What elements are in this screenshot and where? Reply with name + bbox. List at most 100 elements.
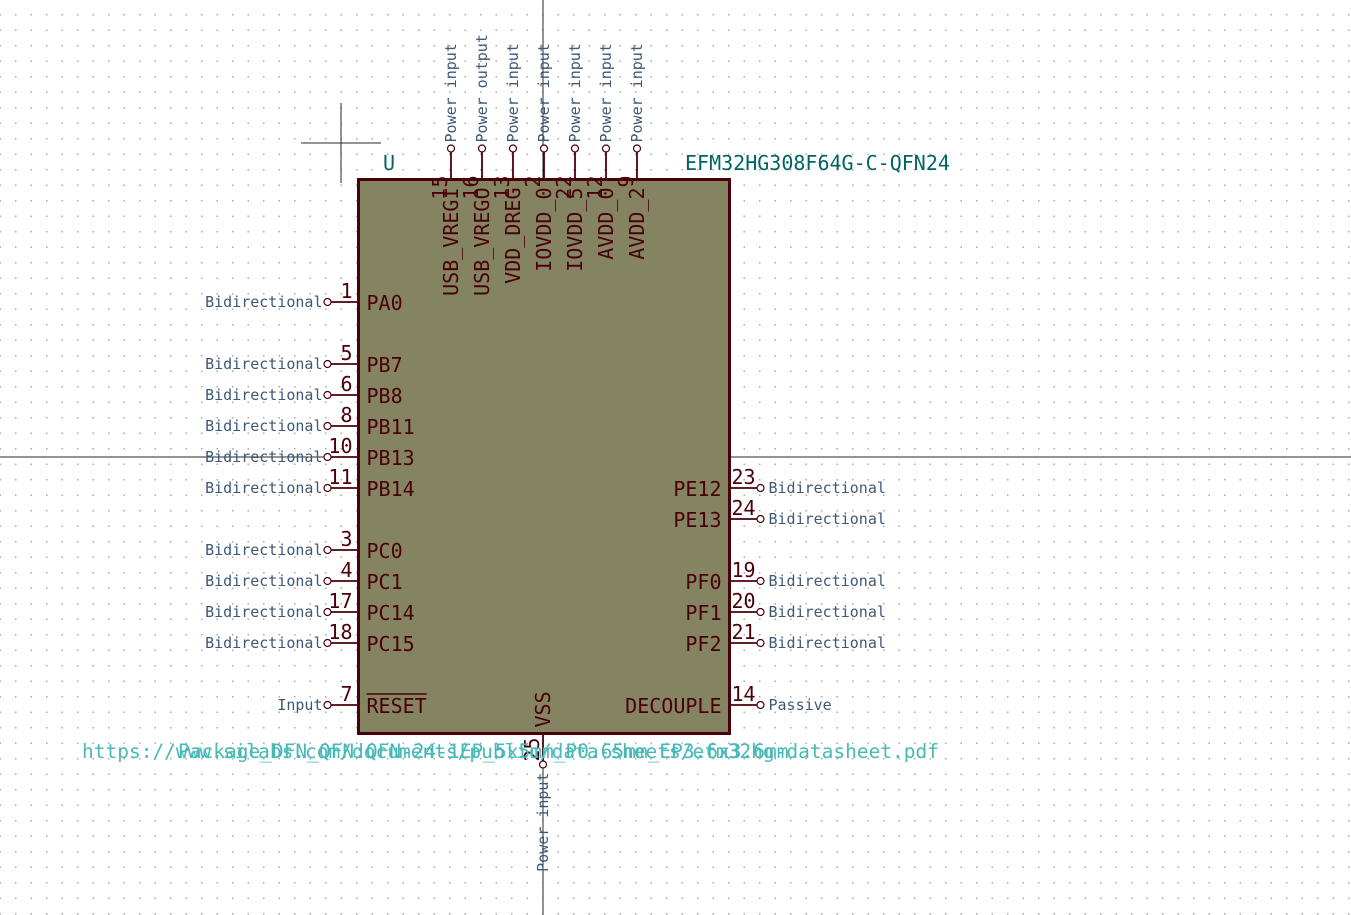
value-field[interactable]: EFM32HG308F64G-C-QFN24 [685,151,950,175]
pin-9-name: AVDD_2 [625,188,649,260]
circle-icon [539,144,549,153]
pin-17-number: 17 [328,589,352,613]
pin-7-number: 7 [340,682,352,706]
pin-1-number: 1 [340,279,352,303]
pin-6-electrical-type: Bidirectional [205,386,322,404]
datasheet-field[interactable]: https://www.silabs.com/documents/public/… [82,740,939,763]
circle-icon [756,638,765,648]
pin-12-number: 12 [583,176,607,200]
circle-icon [323,421,332,431]
circle-icon [323,638,332,648]
pin-4-electrical-type: Bidirectional [205,572,322,590]
circle-icon [756,700,765,710]
pin-13-number: 13 [490,176,514,200]
circle-icon [601,144,611,153]
pin-24-electrical-type: Bidirectional [769,510,886,528]
pin-23-name: PE12 [673,477,721,501]
pin-13-name: VDD_DREG [501,188,525,284]
pin-20-electrical-type: Bidirectional [769,603,886,621]
pin-10-number: 10 [328,434,352,458]
pin-4-number: 4 [340,558,352,582]
pin-24-name: PE13 [673,508,721,532]
circle-icon [570,144,580,153]
pin-12-name: AVDD_0 [594,188,618,260]
pin-8-electrical-type: Bidirectional [205,417,322,435]
pin-9-electrical-type: Power input [628,43,646,142]
pin-3-electrical-type: Bidirectional [205,541,322,559]
pin-2-name: IOVDD_0 [532,188,556,272]
pin-10-name: PB13 [367,446,415,470]
circle-icon [323,576,332,586]
pin-15-number: 15 [428,176,452,200]
pin-18-number: 18 [328,620,352,644]
pin-16-electrical-type: Power output [473,34,491,142]
pin-23-number: 23 [732,465,756,489]
pin-8-name: PB11 [367,415,415,439]
pin-1-name: PA0 [367,291,403,315]
pin-3-number: 3 [340,527,352,551]
circle-icon [323,452,332,462]
circle-icon [508,144,518,153]
pin-23-electrical-type: Bidirectional [769,479,886,497]
pin-13-electrical-type: Power input [504,43,522,142]
pin-9-number: 9 [614,176,638,188]
circle-icon [323,545,332,555]
pin-20-name: PF1 [685,601,721,625]
pin-24-number: 24 [732,496,756,520]
pin-18-name: PC15 [367,632,415,656]
pin-20-number: 20 [732,589,756,613]
circle-icon [756,576,765,586]
pin-22-name: IOVDD_5 [563,188,587,272]
circle-icon [323,359,332,369]
pin-19-number: 19 [732,558,756,582]
pin-5-electrical-type: Bidirectional [205,355,322,373]
circle-icon [323,297,332,307]
pin-21-number: 21 [732,620,756,644]
pin-10-electrical-type: Bidirectional [205,448,322,466]
circle-icon [538,760,548,769]
pin-22-electrical-type: Power input [566,43,584,142]
pin-11-number: 11 [328,465,352,489]
circle-icon [323,700,332,710]
anchor-cross-icon [301,103,381,183]
pin-25-name: VSS [531,691,555,727]
pin-14-number: 14 [732,682,756,706]
symbol-body[interactable] [357,178,731,735]
pin-4-name: PC1 [367,570,403,594]
pin-21-name: PF2 [685,632,721,656]
circle-icon [323,607,332,617]
footprint-field[interactable]: Package_DFN_QFN:QFN-24-1EP_5x5mm_P0.65mm… [178,740,788,763]
circle-icon [756,514,765,524]
pin-11-name: PB14 [367,477,415,501]
circle-icon [477,144,487,153]
circle-icon [446,144,456,153]
circle-icon [756,483,765,493]
pin-25-number: 25 [520,738,544,762]
pin-14-electrical-type: Passive [769,696,832,714]
pin-18-electrical-type: Bidirectional [205,634,322,652]
pin-6-name: PB8 [367,384,403,408]
pin-16-name: USB_VREGO [470,188,494,296]
pin-21-electrical-type: Bidirectional [769,634,886,652]
circle-icon [632,144,642,153]
pin-3-name: PC0 [367,539,403,563]
pin-17-electrical-type: Bidirectional [205,603,322,621]
pin-25-electrical-type: Power input [534,773,552,872]
pin-14-name: DECOUPLE [625,694,721,718]
pin-15-name: USB_VREGI [439,188,463,296]
pin-2-number: 2 [521,176,545,188]
pin-6-number: 6 [340,372,352,396]
pin-5-name: PB7 [367,353,403,377]
pin-2-electrical-type: Power input [535,43,553,142]
pin-15-electrical-type: Power input [442,43,460,142]
pin-5-number: 5 [340,341,352,365]
pin-7-name: RESET [367,694,427,718]
circle-icon [756,607,765,617]
pin-19-electrical-type: Bidirectional [769,572,886,590]
pin-1-electrical-type: Bidirectional [205,293,322,311]
reference-designator[interactable]: U [383,151,395,175]
circle-icon [323,483,332,493]
pin-16-number: 16 [459,176,483,200]
